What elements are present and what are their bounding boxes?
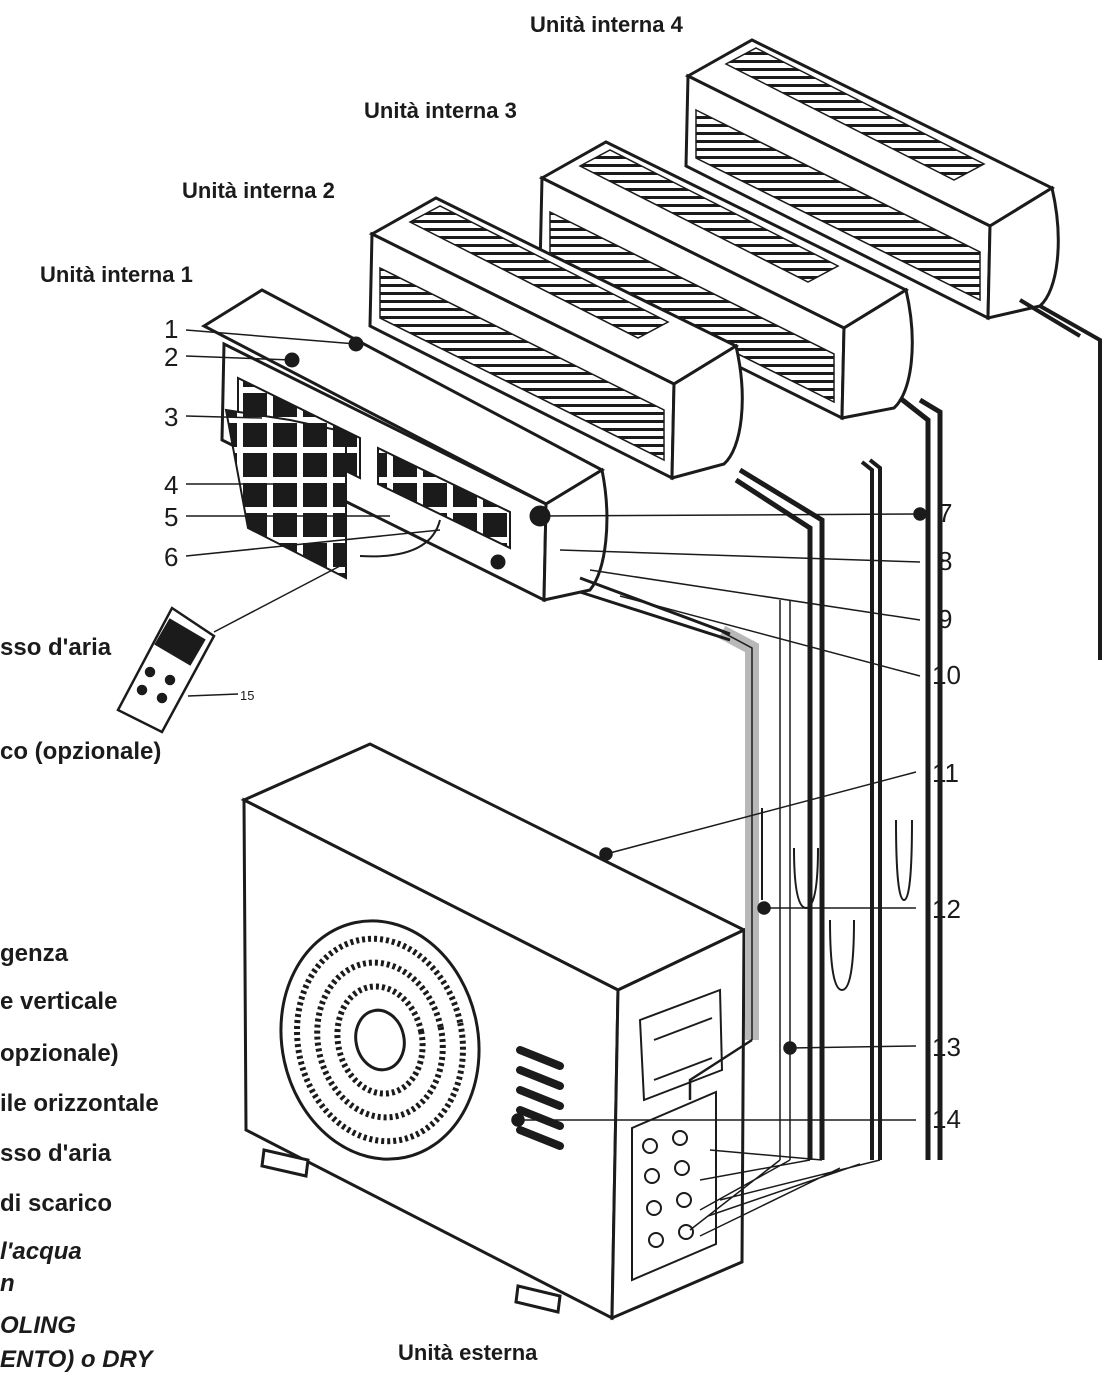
legend-line-9: l'acqua bbox=[0, 1238, 82, 1265]
callout-1: 1 bbox=[164, 314, 179, 344]
legend-line-4: e verticale bbox=[0, 988, 118, 1015]
callout-8: 8 bbox=[938, 546, 953, 576]
callout-14: 14 bbox=[932, 1104, 961, 1134]
refrigerant-pipes bbox=[579, 298, 1102, 1237]
legend-line-10: n bbox=[0, 1270, 15, 1297]
callout-9: 9 bbox=[938, 604, 953, 634]
callout-10: 10 bbox=[932, 660, 961, 690]
callout-7: 7 bbox=[938, 498, 953, 528]
callout-2: 2 bbox=[164, 342, 179, 372]
remote-control bbox=[116, 565, 341, 734]
leader-lines bbox=[185, 329, 927, 1127]
title-indoor-unit-1: Unità interna 1 bbox=[40, 262, 193, 287]
callout-6: 6 bbox=[164, 542, 179, 572]
callout-5: 5 bbox=[164, 502, 179, 532]
legend-line-8: di scarico bbox=[0, 1190, 113, 1217]
title-indoor-unit-2: Unità interna 2 bbox=[182, 178, 335, 203]
callout-12: 12 bbox=[932, 894, 961, 924]
indoor-unit-1 bbox=[200, 288, 609, 603]
callout-4: 4 bbox=[164, 470, 179, 500]
callout-13: 13 bbox=[932, 1032, 961, 1062]
title-outdoor-unit: Unità esterna bbox=[398, 1340, 538, 1365]
indoor-unit-4 bbox=[684, 38, 1060, 321]
service-valves bbox=[642, 1130, 694, 1248]
callout-3: 3 bbox=[164, 402, 179, 432]
title-indoor-unit-4: Unità interna 4 bbox=[530, 12, 683, 37]
legend-line-6: ile orizzontale bbox=[0, 1090, 159, 1117]
callout-11: 11 bbox=[932, 758, 959, 788]
legend-line-5: opzionale) bbox=[0, 1040, 119, 1067]
legend-line-11: OLING bbox=[0, 1312, 76, 1339]
legend-line-7: sso d'aria bbox=[0, 1140, 112, 1167]
legend-line-2: co (opzionale) bbox=[0, 738, 162, 765]
legend-line-3: genza bbox=[0, 940, 69, 967]
title-indoor-unit-3: Unità interna 3 bbox=[364, 98, 517, 123]
callout-15: 15 bbox=[240, 688, 255, 703]
outdoor-unit bbox=[240, 742, 748, 1321]
indoor-unit-2 bbox=[368, 196, 744, 481]
indoor-unit-3 bbox=[538, 140, 914, 421]
legend-line-1: sso d'aria bbox=[0, 634, 112, 661]
legend-line-12: ENTO) o DRY bbox=[0, 1346, 153, 1373]
